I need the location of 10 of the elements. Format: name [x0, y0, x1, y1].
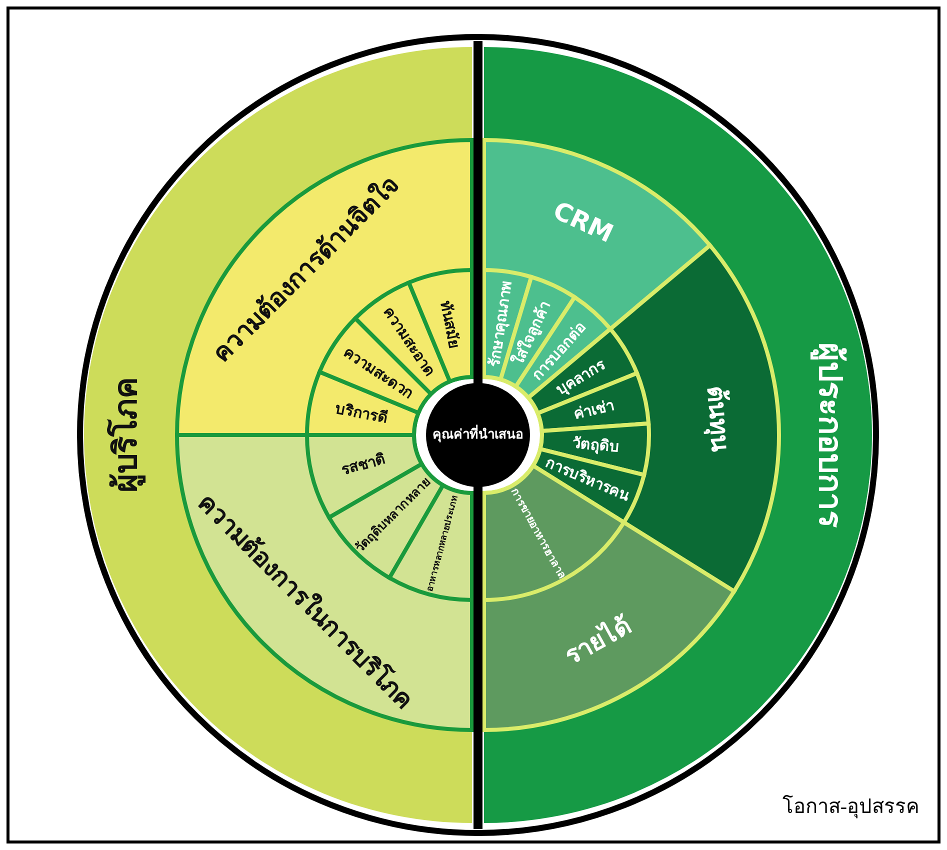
wedge-label: รสชาติ	[339, 450, 388, 479]
wedge-label: วัตถุดิบ	[572, 434, 620, 456]
wedge-label: ทันสมัย	[436, 299, 464, 350]
wedge-label: ค่าเช่า	[572, 396, 616, 424]
segment-label: ผู้บริโภค	[106, 378, 144, 492]
segment-label: ผู้ประกอบการ	[812, 342, 850, 528]
segment-label: CRM	[548, 196, 618, 248]
note-text: โอกาส-อุปสรรค	[782, 796, 919, 818]
segment-label: ต้นทุน	[702, 384, 736, 453]
wedge-label: บริการดี	[334, 399, 390, 428]
